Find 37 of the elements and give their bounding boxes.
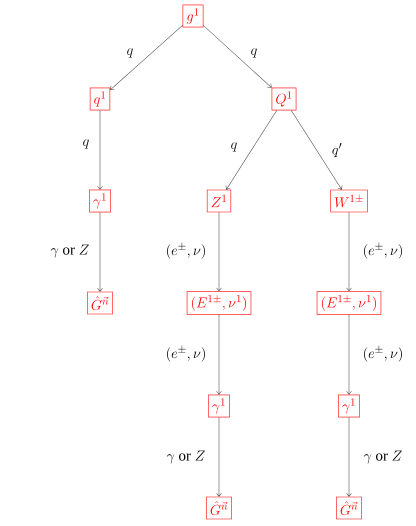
edge-label: $(e^\pm,\nu)$ (164, 242, 208, 260)
node-box: $Z^1$ (206, 190, 232, 212)
edge-label: $q'$ (330, 142, 344, 158)
node-box: $\hat{G}^{\vec{n}}$ (87, 292, 113, 314)
edge-label: $q$ (250, 48, 258, 58)
node-box: $\hat{G}^{\vec{n}}$ (206, 496, 232, 520)
node-box: $Q^1$ (272, 88, 296, 110)
edge-label: $q$ (230, 142, 238, 152)
arrow (216, 417, 222, 497)
node-box: $\gamma^1$ (338, 394, 360, 418)
edge-label: $(e^\pm,\nu)$ (164, 345, 208, 363)
arrow (290, 110, 342, 190)
edge-label: $(e^\pm,\nu)$ (362, 242, 404, 260)
edge-label: $\gamma\ \mathrm{or}\ Z$ (166, 450, 206, 464)
arrow (97, 110, 103, 190)
node-box: $W^{1\pm}$ (330, 190, 368, 212)
arrow (226, 110, 278, 190)
node-box: $q^1$ (90, 88, 110, 110)
arrow (203, 25, 272, 88)
edge-label: $(e^\pm,\nu)$ (362, 345, 404, 363)
arrow (346, 314, 352, 395)
arrow (346, 212, 352, 292)
arrow (346, 417, 352, 497)
arrow (110, 25, 183, 90)
arrow (216, 212, 222, 292)
node-box: $\gamma^1$ (89, 190, 111, 212)
node-box: $\gamma^1$ (208, 394, 230, 418)
node-box: $g^1$ (182, 4, 204, 28)
node-box: $(E^{1\pm},\nu^1)$ (316, 291, 382, 315)
arrow (216, 314, 222, 395)
edge-label: $\gamma\ \mathrm{or}\ Z$ (362, 450, 404, 464)
edge-label: $q$ (126, 48, 134, 58)
node-box: $(E^{1\pm},\nu^1)$ (186, 291, 252, 315)
node-box: $\hat{G}^{\vec{n}}$ (336, 496, 362, 520)
edge-label: $q$ (82, 138, 90, 150)
arrow (97, 212, 103, 292)
edge-label: $\gamma\ \mathrm{or}\ Z$ (50, 244, 90, 258)
